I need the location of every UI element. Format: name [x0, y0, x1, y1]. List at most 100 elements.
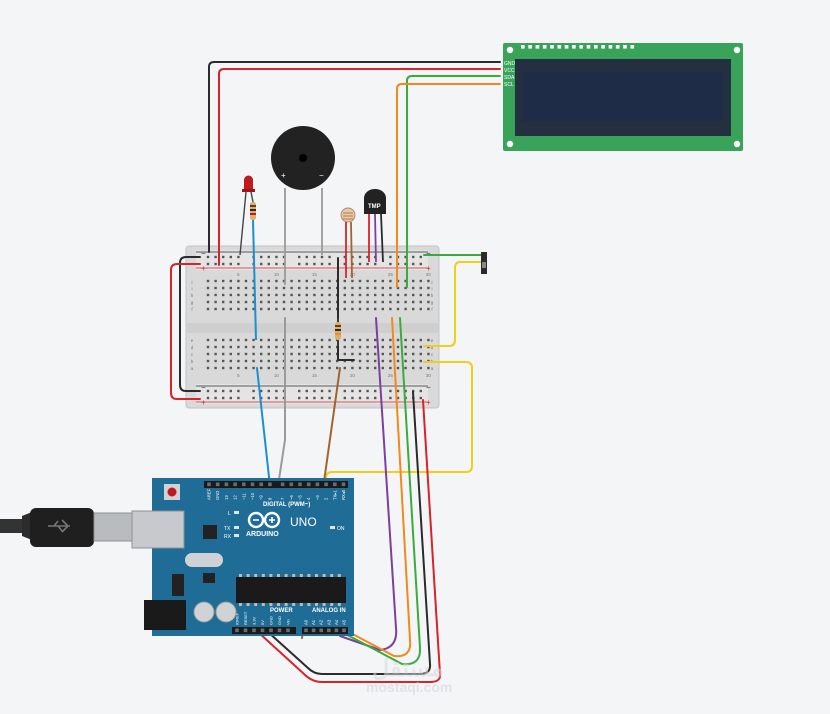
power-pin-pad[interactable] [252, 628, 256, 633]
wire-lcd-scl[interactable] [396, 83, 501, 288]
analog-pin-pad[interactable] [319, 628, 323, 633]
switch-knob[interactable] [482, 262, 486, 268]
breadboard-hole [396, 286, 400, 290]
lcd-pad [572, 45, 576, 49]
rail-hole [351, 396, 354, 400]
led[interactable] [239, 175, 255, 256]
rx-label: RX [224, 534, 232, 540]
wire-tmp-to-a1[interactable] [339, 317, 398, 651]
photoresistor[interactable] [340, 207, 356, 279]
breadboard-hole [206, 279, 210, 283]
buzzer-hole [299, 154, 307, 162]
analog-pin-pad[interactable] [342, 628, 346, 633]
digital-pin-pad[interactable] [242, 482, 246, 487]
rail-hole [214, 389, 217, 393]
digital-pin-pad[interactable] [306, 482, 311, 487]
breadboard-hole [374, 338, 377, 342]
digital-pin-pad[interactable] [268, 482, 272, 487]
digital-pin-pad[interactable] [289, 482, 294, 487]
wire-switch-to-d2[interactable] [325, 361, 473, 487]
rail-plus-bottom-right: + [426, 398, 431, 407]
breadboard-hole [260, 359, 263, 363]
buzzer[interactable]: + − [271, 126, 335, 285]
power-pin-pad[interactable] [269, 628, 273, 633]
wire-sda-to-a4[interactable] [337, 317, 422, 666]
breadboard-hole [282, 307, 286, 311]
breadboard-hole [320, 286, 324, 290]
breadboard-hole [222, 352, 225, 356]
rail-hole [320, 262, 324, 266]
power-pin-pad[interactable] [277, 628, 282, 633]
wire-ldr-gnd[interactable] [337, 257, 355, 361]
rail-hole [305, 255, 308, 259]
rail-hole [366, 255, 369, 259]
breadboard-hole [222, 359, 225, 363]
lcd-pad [535, 45, 540, 49]
digital-pin-pad[interactable] [215, 482, 220, 487]
breadboard-hole [389, 359, 392, 363]
breadboard-hole [298, 307, 301, 311]
analog-pin-pad[interactable] [311, 628, 316, 633]
digital-pin-pad[interactable] [298, 482, 302, 487]
wire-lcd-sda[interactable] [406, 75, 501, 288]
analog-pin-label: A0 [304, 619, 309, 625]
lcd-display[interactable]: GND VCC SDA SCL [503, 43, 743, 151]
breadboard-hole [358, 286, 362, 290]
analog-pin-pad[interactable] [304, 628, 308, 633]
reset-button[interactable] [167, 487, 177, 497]
wire-switch-yellow[interactable] [423, 261, 483, 347]
power-pin-label: 5V [260, 620, 265, 625]
wire-vcc-rail-bridge[interactable] [170, 263, 201, 400]
breadboard-hole [320, 366, 324, 370]
breadboard-hole [419, 359, 422, 363]
power-pin-pad[interactable] [286, 628, 290, 633]
chip-pin [337, 574, 341, 577]
wire-scl-to-a5[interactable] [344, 317, 412, 658]
digital-pin-pad[interactable] [333, 482, 337, 487]
ldr-resistor[interactable] [335, 318, 341, 346]
wire-buzzer-to-d8[interactable] [277, 317, 286, 487]
wire-led-to-d9[interactable] [256, 367, 271, 487]
rail-hole [396, 389, 400, 393]
led-resistor[interactable] [250, 202, 257, 341]
breadboard-hole [244, 338, 248, 342]
breadboard-hole [290, 286, 293, 290]
digital-pin-pad[interactable] [207, 482, 211, 487]
breadboard-hole [229, 293, 232, 297]
digital-pin-pad[interactable] [341, 482, 346, 487]
usb-cable[interactable] [0, 508, 135, 547]
analog-pin-pad[interactable] [327, 628, 331, 633]
slide-switch[interactable] [481, 252, 487, 274]
rail-hole [282, 262, 286, 266]
wire-gnd-to-arduino[interactable] [267, 391, 432, 675]
chip-pin [299, 603, 303, 606]
chip-pin [254, 574, 258, 577]
digital-pin-pad[interactable] [324, 482, 328, 487]
breadboard-hole [419, 300, 422, 304]
digital-pin-pad[interactable] [315, 482, 320, 487]
breadboard-hole [244, 293, 248, 297]
breadboard-hole [328, 279, 331, 283]
digital-pin-pad[interactable] [224, 482, 229, 487]
temperature-sensor[interactable]: TMP [364, 189, 386, 263]
digital-pin-pad[interactable] [280, 482, 285, 487]
power-pin-pad[interactable] [260, 628, 265, 633]
wire-lcd-vcc[interactable] [218, 68, 501, 266]
logo-signs [253, 517, 275, 523]
lcd-pad [586, 45, 591, 49]
power-pin-pad[interactable] [235, 628, 239, 633]
digital-pin-pad[interactable] [259, 482, 263, 487]
wire-gnd-rail-bridge[interactable] [179, 256, 201, 392]
wire-5v-to-arduino[interactable] [257, 399, 442, 683]
digital-pin-pad[interactable] [250, 482, 255, 487]
breadboard-hole [358, 352, 362, 356]
lcd-pad [594, 45, 598, 49]
breadboard-hole [267, 366, 270, 370]
digital-pin-pad[interactable] [233, 482, 237, 487]
wire-lcd-gnd[interactable] [208, 61, 501, 253]
rail-hole [419, 389, 422, 393]
power-pin-pad[interactable] [243, 628, 248, 633]
breadboard-hole [214, 293, 217, 297]
analog-pin-pad[interactable] [334, 628, 339, 633]
